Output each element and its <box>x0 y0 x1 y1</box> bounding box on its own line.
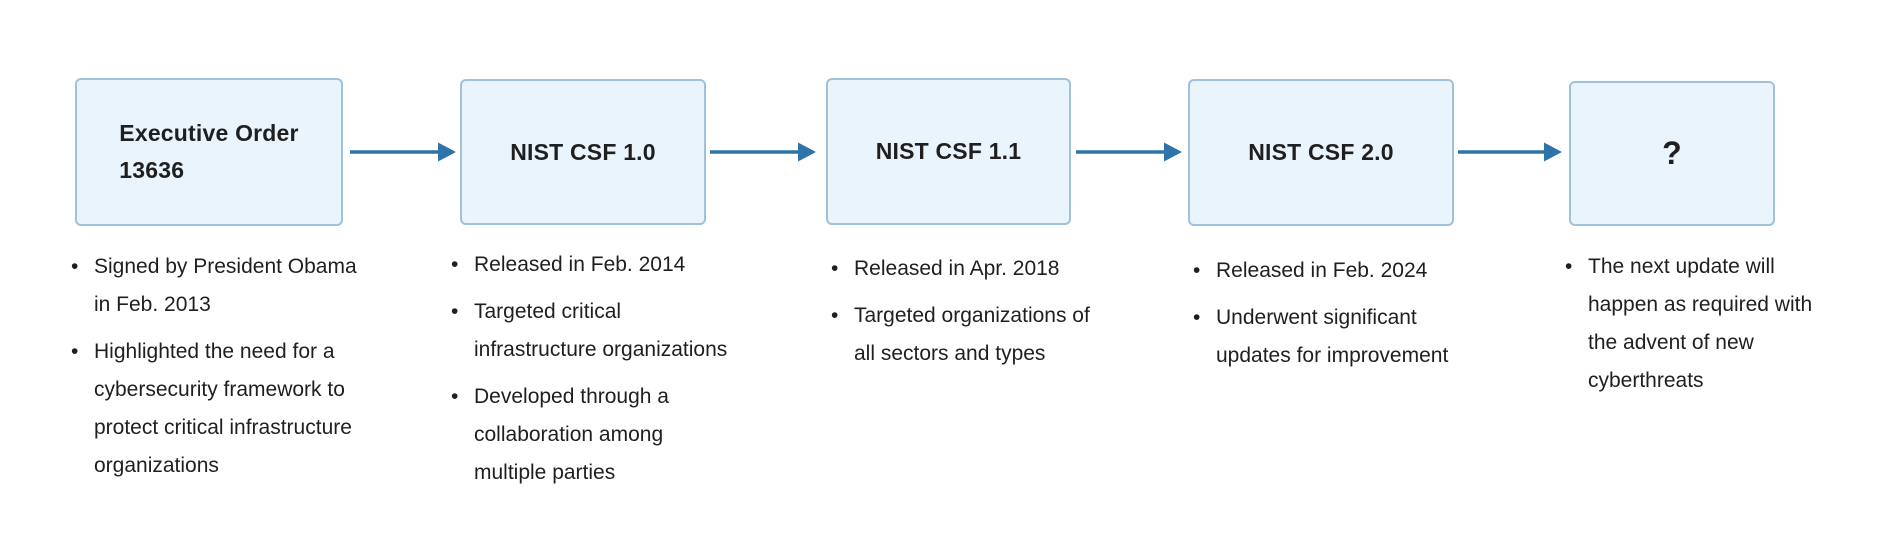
stage-title: NIST CSF 1.1 <box>875 138 1022 165</box>
stage-title: NIST CSF 1.0 <box>510 138 656 165</box>
stage-notes-nist-csf-1-0: Released in Feb. 2014 Targeted critical … <box>444 246 784 501</box>
note-item: Released in Feb. 2024 <box>1186 252 1516 290</box>
note-text: Developed through a collaboration among … <box>474 385 669 484</box>
note-text: Highlighted the need for a cybersecurity… <box>94 340 352 477</box>
note-item: Signed by President Obama in Feb. 2013 <box>64 248 409 324</box>
note-text: Targeted organizations of all sectors an… <box>854 304 1090 365</box>
stage-notes-nist-csf-1-1: Released in Apr. 2018 Targeted organizat… <box>824 250 1164 382</box>
note-item: The next update will happen as required … <box>1558 248 1873 400</box>
note-item: Underwent significant updates for improv… <box>1186 299 1516 375</box>
note-text: Signed by President Obama in Feb. 2013 <box>94 255 357 316</box>
stage-notes-nist-csf-2-0: Released in Feb. 2024 Underwent signific… <box>1186 252 1516 384</box>
stage-box-executive-order-13636: Executive Order 13636 <box>75 78 343 226</box>
note-item: Targeted organizations of all sectors an… <box>824 297 1164 373</box>
arrow-right-icon <box>710 142 816 162</box>
stage-title: ? <box>1662 134 1682 171</box>
note-text: Underwent significant updates for improv… <box>1216 306 1449 367</box>
note-item: Targeted critical infrastructure organiz… <box>444 293 784 369</box>
note-item: Released in Feb. 2014 <box>444 246 784 284</box>
arrow-right-icon <box>1076 142 1182 162</box>
stage-box-nist-csf-2-0: NIST CSF 2.0 <box>1188 79 1454 226</box>
note-text: Released in Feb. 2024 <box>1216 259 1428 282</box>
stage-box-future-update: ? <box>1569 81 1775 226</box>
note-text: Released in Apr. 2018 <box>854 257 1060 280</box>
stage-title: Executive Order 13636 <box>119 120 299 183</box>
note-item: Developed through a collaboration among … <box>444 378 784 492</box>
arrow-right-icon <box>1458 142 1562 162</box>
stage-notes-future-update: The next update will happen as required … <box>1558 248 1873 409</box>
stage-notes-executive-order: Signed by President Obama in Feb. 2013 H… <box>64 248 409 494</box>
note-item: Released in Apr. 2018 <box>824 250 1164 288</box>
stage-box-nist-csf-1-1: NIST CSF 1.1 <box>826 78 1071 225</box>
stage-title: NIST CSF 2.0 <box>1248 139 1394 166</box>
note-text: Targeted critical infrastructure organiz… <box>474 300 728 361</box>
note-item: Highlighted the need for a cybersecurity… <box>64 333 409 485</box>
note-text: Released in Feb. 2014 <box>474 253 686 276</box>
stage-box-nist-csf-1-0: NIST CSF 1.0 <box>460 79 706 225</box>
arrow-right-icon <box>350 142 456 162</box>
note-text: The next update will happen as required … <box>1588 255 1813 392</box>
